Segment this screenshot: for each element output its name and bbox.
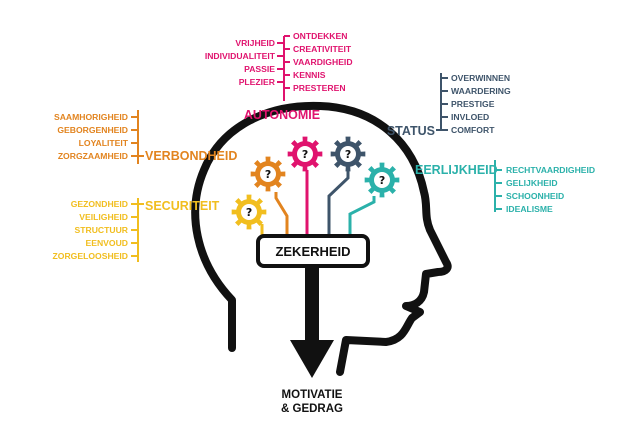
gear-yellow-icon: ? bbox=[231, 194, 267, 230]
gear-pink-mark: ? bbox=[302, 148, 308, 161]
status-group: OVERWINNEN WAARDERING PRESTIGE INVLOED C… bbox=[387, 73, 511, 138]
gear-connectors bbox=[260, 170, 376, 246]
securiteit-item: STRUCTUUR bbox=[75, 225, 129, 235]
status-item: COMFORT bbox=[451, 125, 495, 135]
eerlijkheid-item: SCHOONHEID bbox=[506, 191, 564, 201]
output-line-2: & GEDRAG bbox=[281, 403, 343, 415]
status-item: INVLOED bbox=[451, 112, 489, 122]
gears: ? ? ? ? ? bbox=[231, 136, 400, 230]
autonomie-left-item: INDIVIDUALITEIT bbox=[205, 51, 276, 61]
verbondheid-label: VERBONDHEID bbox=[145, 149, 237, 163]
eerlijkheid-bracket bbox=[494, 160, 502, 212]
eerlijkheid-label: EERLIJKHEID bbox=[415, 163, 498, 177]
verbondheid-bracket bbox=[131, 110, 144, 164]
autonomie-right-item: PRESTEREN bbox=[293, 83, 346, 93]
securiteit-item: ZORGELOOSHEID bbox=[53, 251, 128, 261]
eerlijkheid-item: GELIJKHEID bbox=[506, 178, 558, 188]
autonomie-right-item: CREATIVITEIT bbox=[293, 44, 352, 54]
status-item: WAARDERING bbox=[451, 86, 511, 96]
autonomie-label: AUTONOMIE bbox=[244, 108, 320, 122]
status-item: PRESTIGE bbox=[451, 99, 495, 109]
status-label: STATUS bbox=[387, 124, 435, 138]
verbondheid-group: SAAMHORIGHEID GEBORGENHEID LOYALITEIT ZO… bbox=[54, 110, 237, 164]
eerlijkheid-item: RECHTVAARDIGHEID bbox=[506, 165, 595, 175]
securiteit-label: SECURITEIT bbox=[145, 199, 220, 213]
connector-orange bbox=[274, 192, 289, 246]
output-line-1: MOTIVATIE bbox=[282, 389, 343, 401]
securiteit-bracket bbox=[131, 198, 144, 262]
autonomie-left-item: VRIJHEID bbox=[235, 38, 275, 48]
gear-teal-icon: ? bbox=[364, 162, 400, 198]
gear-orange-icon: ? bbox=[250, 156, 286, 192]
eerlijkheid-item: IDEALISME bbox=[506, 204, 553, 214]
head-silhouette bbox=[191, 101, 452, 376]
verbondheid-item: ZORGZAAMHEID bbox=[58, 151, 128, 161]
head-outline bbox=[191, 101, 452, 376]
gear-pink-icon: ? bbox=[287, 136, 323, 172]
verbondheid-item: GEBORGENHEID bbox=[57, 125, 128, 135]
autonomie-left-item: PLEZIER bbox=[239, 77, 276, 87]
autonomie-right-item: VAARDIGHEID bbox=[293, 57, 353, 67]
eerlijkheid-group: EERLIJKHEID RECHTVAARDIGHEID GELIJKHEID … bbox=[415, 160, 595, 214]
gear-slate-icon: ? bbox=[330, 136, 366, 172]
down-arrow-icon bbox=[290, 266, 334, 378]
zekerheid-box: ZEKERHEID bbox=[256, 234, 370, 268]
gear-slate-mark: ? bbox=[345, 148, 351, 161]
autonomie-group: VRIJHEID INDIVIDUALITEIT PASSIE PLEZIER … bbox=[205, 31, 353, 122]
autonomie-right-item: KENNIS bbox=[293, 70, 326, 80]
gear-yellow-mark: ? bbox=[246, 206, 252, 219]
autonomie-left-item: PASSIE bbox=[244, 64, 275, 74]
securiteit-item: EENVOUD bbox=[86, 238, 129, 248]
gear-teal-mark: ? bbox=[379, 174, 385, 187]
autonomie-bracket bbox=[277, 35, 290, 101]
zekerheid-label: ZEKERHEID bbox=[275, 244, 350, 259]
connector-slate bbox=[327, 170, 350, 246]
status-bracket bbox=[436, 73, 448, 131]
securiteit-item: GEZONDHEID bbox=[71, 199, 128, 209]
verbondheid-item: LOYALITEIT bbox=[79, 138, 129, 148]
securiteit-item: VEILIGHEID bbox=[79, 212, 128, 222]
securiteit-group: GEZONDHEID VEILIGHEID STRUCTUUR EENVOUD … bbox=[53, 198, 220, 262]
autonomie-right-item: ONTDEKKEN bbox=[293, 31, 347, 41]
verbondheid-item: SAAMHORIGHEID bbox=[54, 112, 128, 122]
status-item: OVERWINNEN bbox=[451, 73, 510, 83]
connector-teal bbox=[348, 196, 376, 246]
gear-orange-mark: ? bbox=[265, 168, 271, 181]
